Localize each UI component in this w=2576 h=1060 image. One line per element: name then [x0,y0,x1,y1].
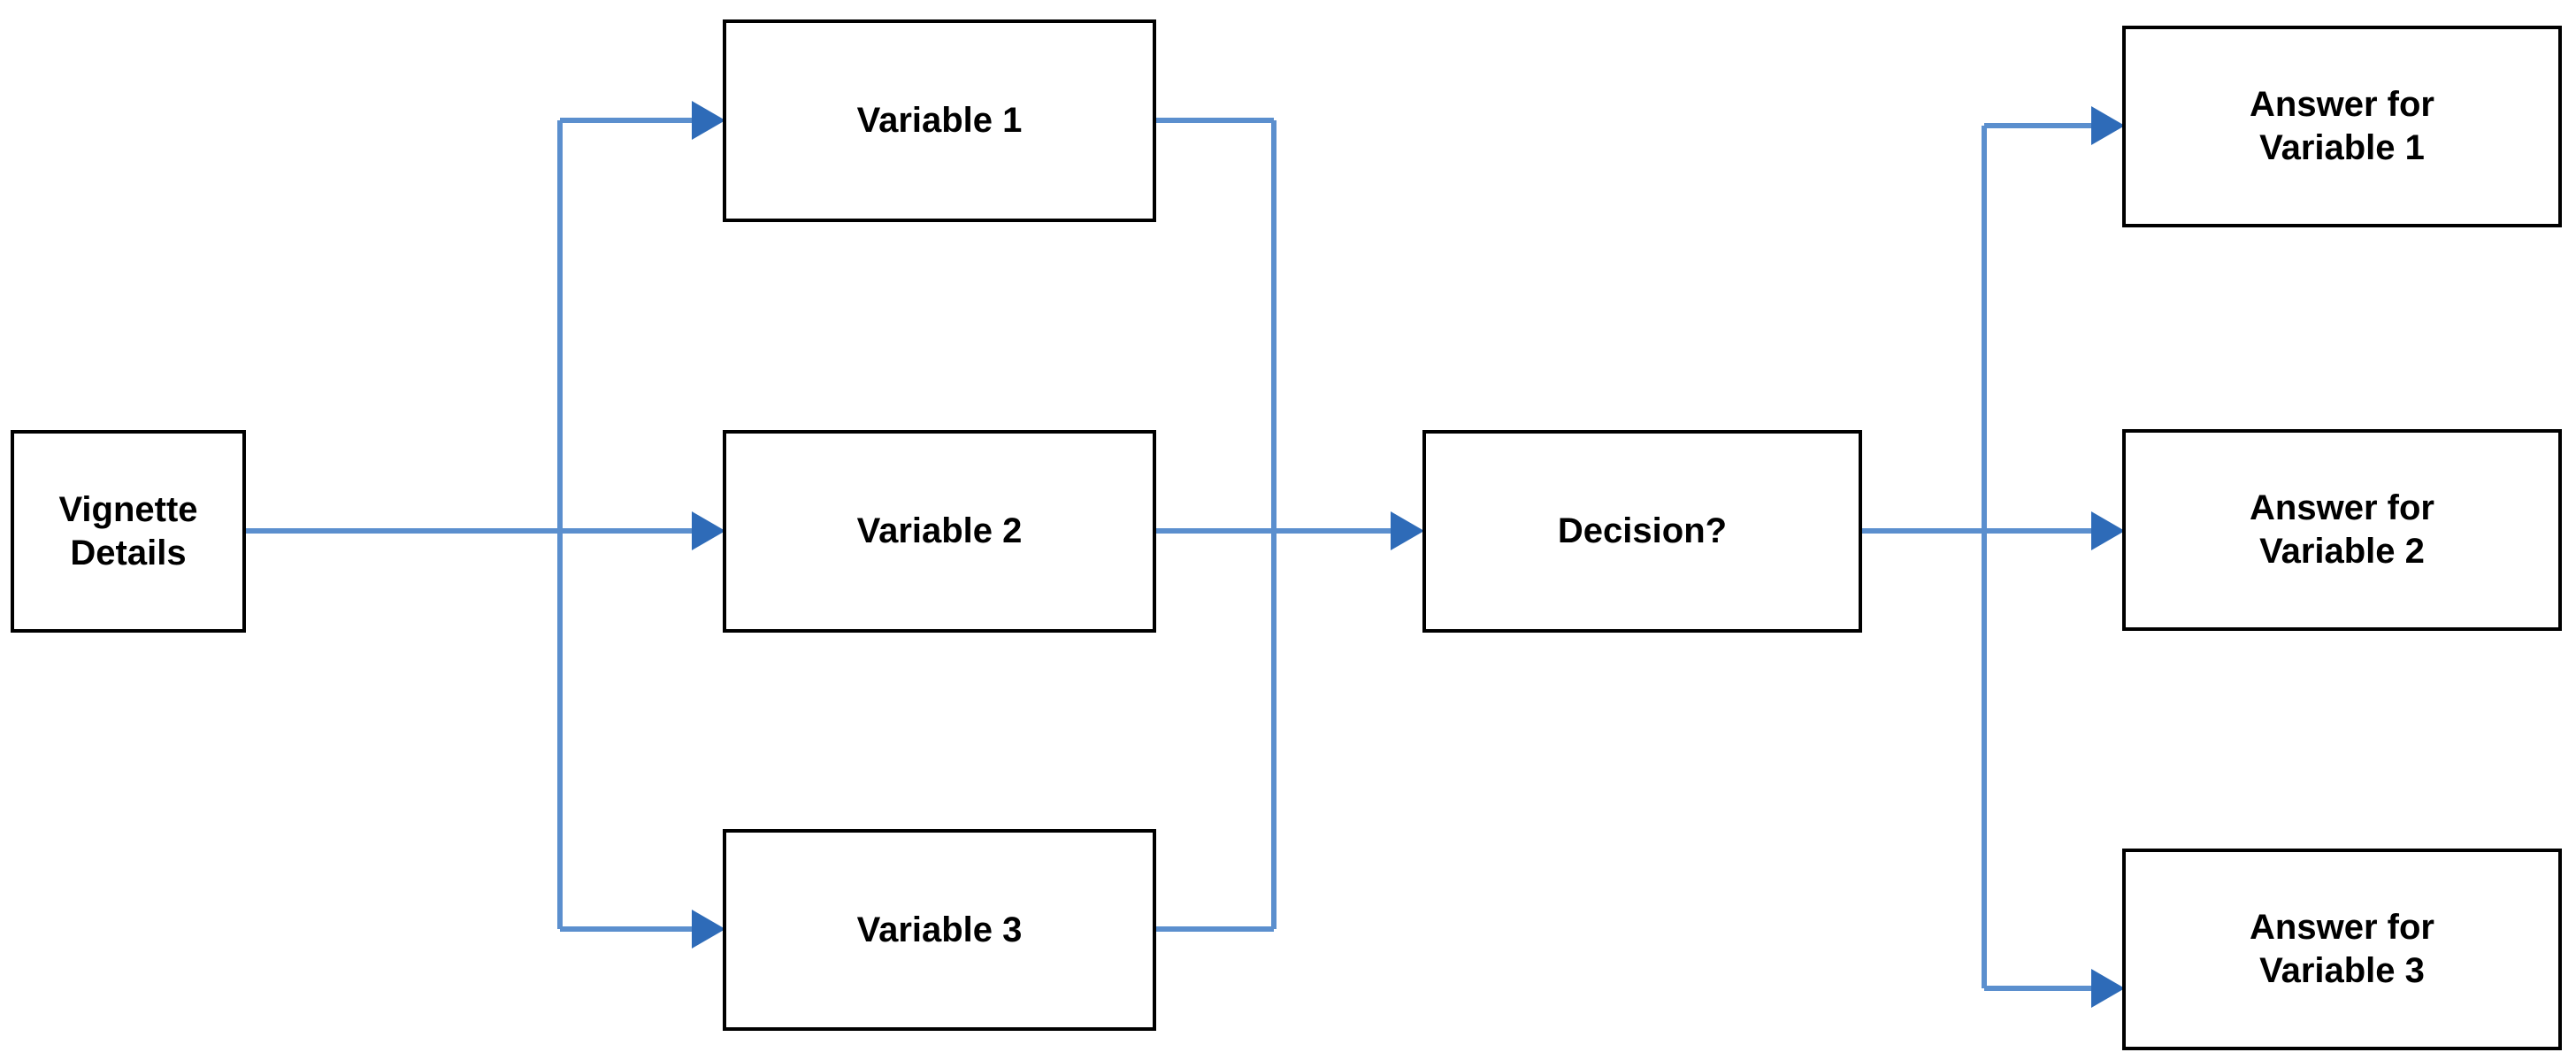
arrowhead-answer-1 [2091,106,2125,145]
arrowhead-answer-3 [2091,969,2125,1008]
node-variable-2[interactable]: Variable 2 [723,430,1156,633]
node-answer-for-variable-2[interactable]: Answer for Variable 2 [2122,429,2562,631]
node-answer-for-variable-3[interactable]: Answer for Variable 3 [2122,849,2562,1050]
node-decision-label: Decision? [1557,511,1728,551]
node-vignette-details-label: Vignette Details [58,489,198,572]
node-answer-for-variable-1[interactable]: Answer for Variable 1 [2122,26,2562,227]
node-vignette-details[interactable]: Vignette Details [11,430,246,633]
node-variable-1[interactable]: Variable 1 [723,19,1156,222]
arrowhead-variable-2 [692,511,725,550]
arrowhead-decision [1391,511,1424,550]
node-decision[interactable]: Decision? [1422,430,1862,633]
node-variable-2-label: Variable 2 [856,511,1023,551]
node-variable-3[interactable]: Variable 3 [723,829,1156,1031]
node-answer-for-variable-3-label: Answer for Variable 3 [2250,908,2434,990]
node-variable-3-label: Variable 3 [856,910,1023,949]
node-variable-1-label: Variable 1 [856,101,1023,141]
arrowhead-variable-1 [692,101,725,140]
arrowhead-variable-3 [692,910,725,949]
node-answer-for-variable-1-label: Answer for Variable 1 [2250,85,2434,167]
node-answer-for-variable-2-label: Answer for Variable 2 [2250,488,2434,571]
arrowhead-answer-2 [2091,511,2125,550]
